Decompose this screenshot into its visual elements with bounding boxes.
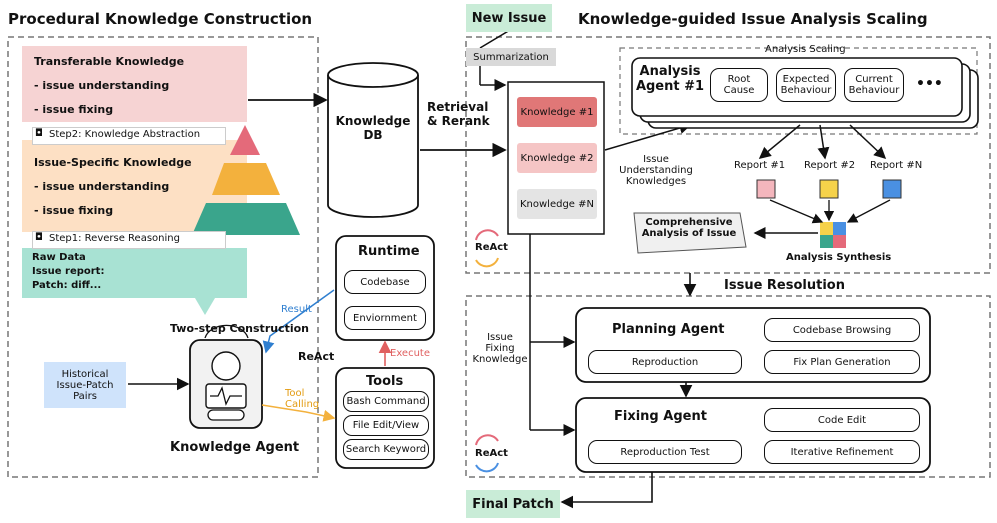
fixing-code-edit: Code Edit (764, 408, 920, 432)
knowledge-2: Knowledge #2 (520, 152, 594, 164)
knowledge-1: Knowledge #1 (520, 106, 594, 118)
analysis-agent-label: Analysis Agent #1 (635, 64, 705, 94)
tool-search: Search Keyword (343, 439, 429, 460)
react-label-2: ReAct (475, 448, 508, 459)
step2-label: Step2: Knowledge Abstraction (49, 129, 201, 140)
understanding-knowledges: Issue Understanding Knowledges (619, 154, 693, 187)
aspect-expected: Expected Behaviour (776, 68, 836, 102)
runtime-codebase: Codebase (344, 270, 426, 294)
puzzle-yellow (819, 179, 839, 199)
aspect-root-cause: Root Cause (710, 68, 768, 102)
puzzle-red (756, 179, 776, 199)
report-1: Report #1 (734, 160, 786, 171)
knowledge-2-bg (517, 143, 597, 173)
fixing-title: Fixing Agent (614, 409, 707, 424)
transferable-item: - issue fixing (34, 103, 114, 116)
resolution-region (465, 295, 991, 478)
robot-icon (211, 351, 241, 381)
raw-title: Raw Data (32, 252, 86, 263)
transferable-item: - issue understanding (34, 79, 170, 92)
retrieval-label: Retrieval & Rerank (427, 100, 490, 128)
react-label-left: ReAct (298, 350, 335, 363)
react-label-1: ReAct (475, 242, 508, 253)
report-n: Report #N (870, 160, 923, 171)
analysis-scaling-label: Analysis Scaling (765, 44, 846, 55)
knowledge-n-bg (517, 189, 597, 219)
execute-label: Execute (390, 348, 430, 359)
two-step-label: Two-step Construction (170, 322, 310, 335)
robot-icon: ◘ (35, 128, 43, 139)
db-cylinder-body (327, 75, 419, 218)
more-icon: ••• (916, 76, 943, 92)
analysis-synthesis: Analysis Synthesis (786, 252, 892, 263)
raw-line-2: Patch: diff... (32, 280, 102, 291)
pyramid-top (230, 125, 260, 155)
summarization-label: Summarization (466, 48, 556, 66)
react-cycle-icon-2 (475, 434, 499, 473)
runtime-environment: Enviornment (344, 306, 426, 330)
final-patch-label: Final Patch (466, 490, 560, 518)
planning-reproduction: Reproduction (588, 350, 742, 374)
runtime-title: Runtime (358, 244, 420, 259)
transferable-panel (22, 46, 247, 122)
react-cycle-icon-1 (475, 229, 499, 268)
tool-file-edit: File Edit/View (343, 415, 429, 436)
puzzle-blue (882, 179, 902, 199)
fixing-reproduction-test: Reproduction Test (588, 440, 742, 464)
raw-line-1: Issue report: (32, 266, 105, 277)
comprehensive-analysis: Comprehensive Analysis of Issue (641, 217, 737, 239)
result-label: Result (281, 304, 312, 315)
planning-title: Planning Agent (612, 322, 725, 337)
aspect-current: Current Behaviour (844, 68, 904, 102)
step2-label-box: Step2: Knowledge Abstraction ◘ (32, 127, 226, 145)
right-title: Knowledge-guided Issue Analysis Scaling (578, 10, 928, 28)
left-title: Procedural Knowledge Construction (8, 10, 313, 28)
specific-item: - issue understanding (34, 180, 170, 193)
robot-icon: ◘ (35, 232, 43, 243)
knowledge-db-label: Knowledge DB (335, 114, 411, 142)
pyramid-bottom (192, 203, 300, 235)
fixing-iterative-refinement: Iterative Refinement (764, 440, 920, 464)
raw-panel (22, 248, 247, 298)
synthesis-puzzle (833, 235, 846, 248)
new-issue-label: New Issue (466, 4, 552, 32)
step1-label: Step1: Reverse Reasoning (49, 233, 180, 244)
resolution-title: Issue Resolution (724, 278, 845, 293)
report-2: Report #2 (804, 160, 856, 171)
planning-fix-plan: Fix Plan Generation (764, 350, 920, 374)
raw-panel-tail (195, 298, 215, 315)
tool-bash: Bash Command (343, 391, 429, 412)
left-region (7, 36, 319, 478)
transferable-title: Transferable Knowledge (34, 55, 185, 68)
comprehensive-paper (633, 212, 747, 254)
db-cylinder-top (327, 62, 419, 88)
specific-item: - issue fixing (34, 204, 114, 217)
issue-fixing-knowledge: Issue Fixing Knowledge (472, 332, 528, 365)
knowledge-1-bg (517, 97, 597, 127)
planning-codebase-browsing: Codebase Browsing (764, 318, 920, 342)
specific-title: Issue-Specific Knowledge (34, 156, 192, 169)
analysis-region (465, 36, 991, 274)
tools-title: Tools (366, 374, 404, 389)
tool-calling-label: Tool Calling (285, 388, 320, 410)
knowledge-n: Knowledge #N (519, 198, 594, 210)
step1-label-box: Step1: Reverse Reasoning ◘ (32, 231, 226, 249)
historical-pairs: Historical Issue-Patch Pairs (44, 362, 126, 408)
knowledge-agent-label: Knowledge Agent (170, 440, 300, 455)
pyramid-middle (212, 163, 280, 195)
